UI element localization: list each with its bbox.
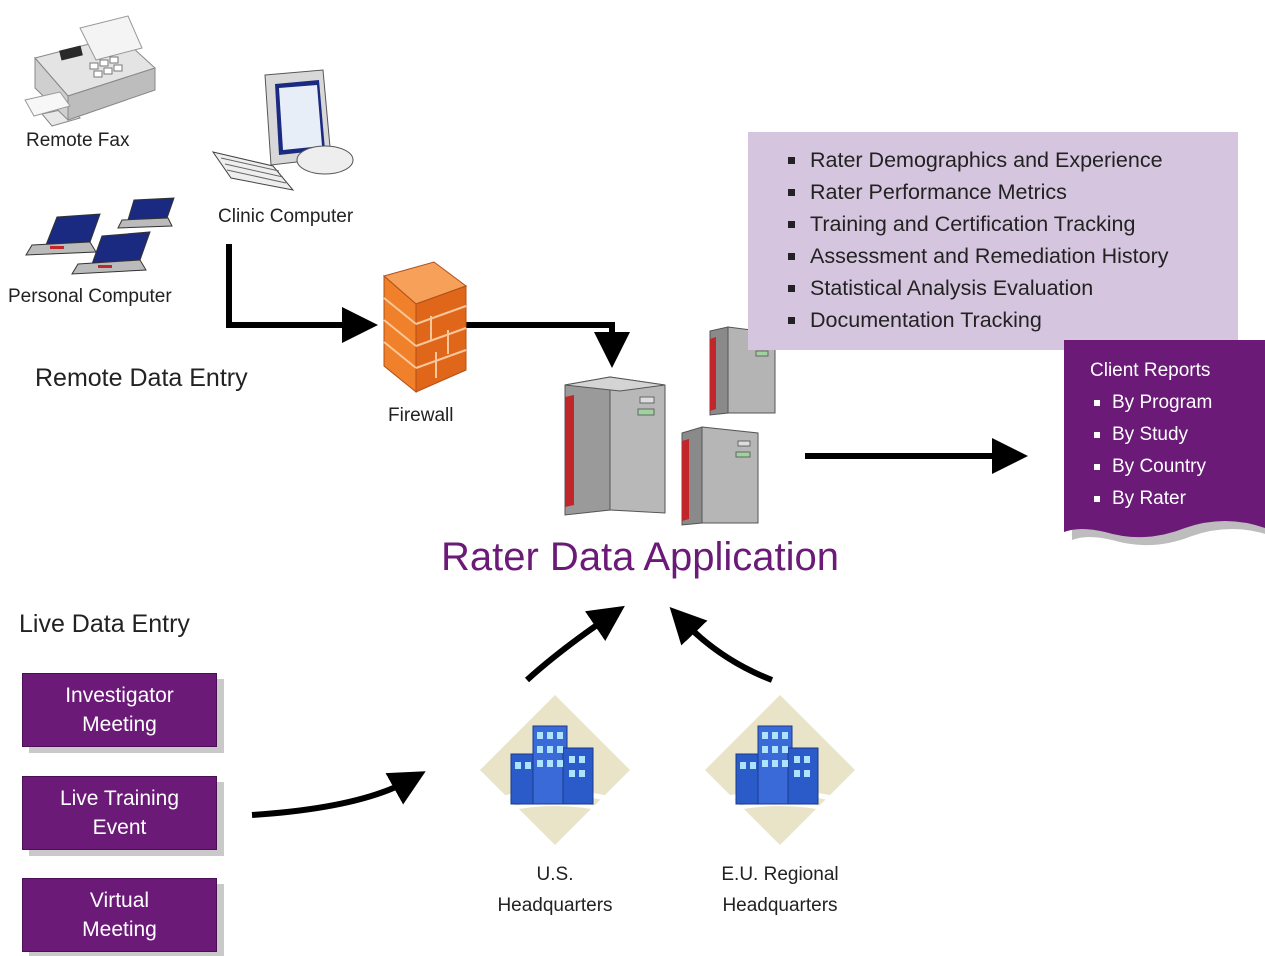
building-icon — [705, 695, 855, 845]
button-label-line: Investigator — [65, 684, 174, 707]
server-cluster-icon — [564, 326, 776, 526]
clinic-computer-label: Clinic Computer — [218, 206, 354, 227]
firewall-icon — [382, 261, 468, 394]
live-training-event-button[interactable]: Live Training Event — [22, 776, 217, 850]
feature-item: Training and Certification Tracking — [784, 208, 1238, 240]
button-label-line: Event — [92, 816, 147, 839]
client-reports-title: Client Reports — [1090, 360, 1211, 381]
feature-item: Rater Performance Metrics — [784, 176, 1238, 208]
eu-hq-label: E.U. Regional Headquarters — [690, 859, 870, 921]
feature-item: Documentation Tracking — [784, 304, 1238, 336]
us-hq-line: Headquarters — [497, 895, 613, 916]
eu-hq-to-app-arrow — [669, 606, 774, 683]
personal-computer-label: Personal Computer — [8, 286, 172, 307]
clinic-to-firewall-arrow — [226, 244, 378, 343]
building-icon — [480, 695, 630, 845]
button-label-line: Virtual — [89, 889, 150, 912]
live-entry-to-hq-arrow — [251, 771, 426, 818]
report-item: By Rater — [1090, 483, 1212, 515]
features-panel: Rater Demographics and Experience Rater … — [748, 132, 1238, 350]
investigator-meeting-button[interactable]: Investigator Meeting — [22, 673, 217, 747]
us-hq-to-app-arrow — [524, 605, 625, 683]
report-item: By Study — [1090, 419, 1212, 451]
firewall-label: Firewall — [388, 405, 454, 426]
feature-item: Assessment and Remediation History — [784, 240, 1238, 272]
us-hq-line: U.S. — [536, 864, 574, 885]
desktop-computer-icon — [211, 69, 354, 191]
document-shape — [1064, 340, 1265, 546]
feature-item: Rater Demographics and Experience — [784, 144, 1238, 176]
remote-data-entry-heading: Remote Data Entry — [35, 364, 248, 392]
us-hq-label: U.S. Headquarters — [470, 859, 640, 921]
button-label-line: Meeting — [82, 918, 157, 941]
button-label-line: Meeting — [82, 713, 157, 736]
virtual-meeting-button[interactable]: Virtual Meeting — [22, 878, 217, 952]
remote-fax-label: Remote Fax — [26, 130, 130, 151]
report-item: By Country — [1090, 451, 1212, 483]
feature-item: Statistical Analysis Evaluation — [784, 272, 1238, 304]
eu-hq-line: Headquarters — [722, 895, 838, 916]
live-data-entry-heading: Live Data Entry — [19, 610, 190, 638]
report-item: By Program — [1090, 387, 1212, 419]
button-label-line: Live Training — [59, 787, 180, 810]
firewall-to-server-arrow — [458, 322, 630, 368]
app-title: Rater Data Application — [441, 535, 840, 579]
eu-hq-line: E.U. Regional — [721, 864, 839, 885]
fax-icon — [24, 15, 156, 127]
client-reports-document: Client Reports By Program By Study By Co… — [1062, 340, 1265, 550]
laptop-icon — [25, 197, 175, 275]
